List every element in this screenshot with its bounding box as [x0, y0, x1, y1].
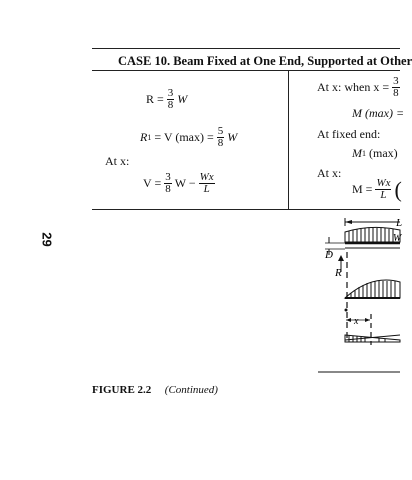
figure-number: FIGURE 2.2 — [92, 384, 152, 396]
x-label: x — [353, 316, 359, 327]
right-line-3: At fixed end: — [317, 127, 381, 141]
at-x-label-left: At x: — [105, 154, 130, 168]
page-number: 29 — [39, 232, 55, 247]
d-label: D — [324, 249, 333, 261]
l-label: L — [395, 217, 402, 229]
right-line-5: At x: — [317, 166, 342, 180]
w-label: W — [393, 233, 403, 244]
reaction-arrowhead — [338, 255, 344, 261]
x-arrow-right — [365, 318, 370, 322]
shear-diagram — [343, 279, 401, 299]
distributed-load — [344, 226, 401, 243]
table-header-rule — [92, 70, 400, 71]
case-title: CASE 10. Beam Fixed at One End, Supporte… — [118, 54, 412, 68]
x-arrow-left — [346, 318, 351, 322]
span-arrowhead — [345, 220, 352, 224]
right-line-2: M (max) = — [352, 106, 405, 120]
figure-note: (Continued) — [164, 384, 218, 396]
table-top-rule — [92, 48, 400, 49]
figure-caption: FIGURE 2.2 (Continued) — [92, 384, 218, 396]
load-hatching — [348, 228, 394, 242]
moment-line — [344, 334, 401, 341]
x-origin-dot — [344, 308, 348, 312]
r-label: R — [334, 267, 342, 279]
beam-diagram: L W D R x — [318, 217, 403, 373]
table-bottom-rule — [92, 209, 400, 210]
table-column-divider — [288, 70, 289, 209]
shear-hatching — [350, 281, 396, 298]
